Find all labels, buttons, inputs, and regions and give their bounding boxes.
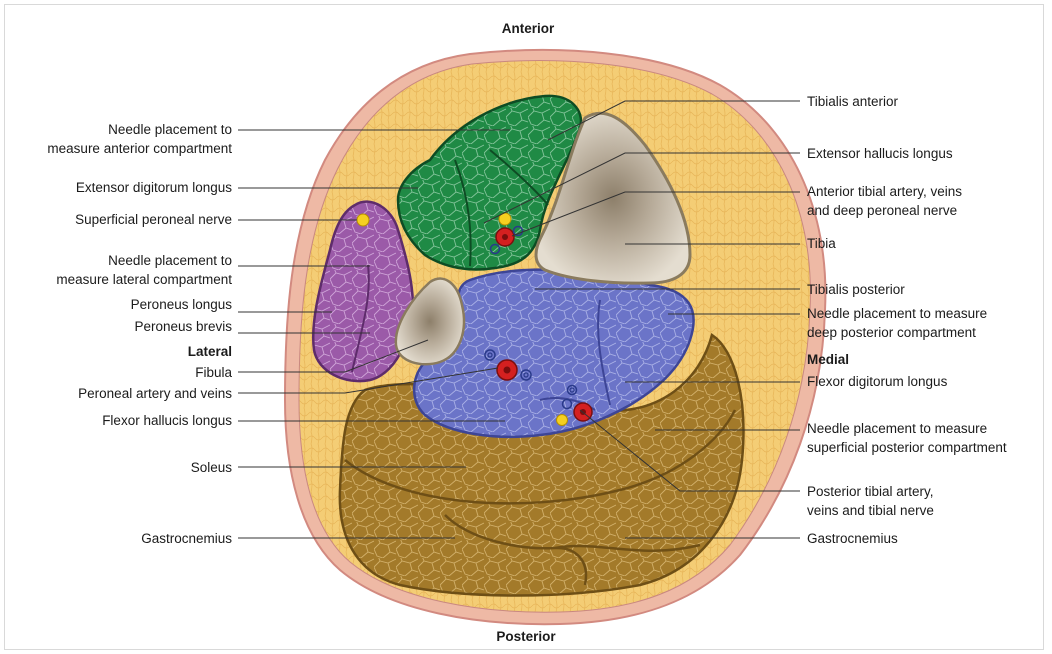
- orientation-anterior: Anterior: [502, 19, 555, 38]
- orientation-medial: Medial: [807, 350, 849, 369]
- label-gastrocnemius-left: Gastrocnemius: [141, 529, 232, 548]
- label-posterior-tibial-bundle: Posterior tibial artery, veins and tibia…: [807, 482, 934, 520]
- label-posterior-tibial-line1: Posterior tibial artery,: [807, 482, 934, 501]
- label-anterior-tibial-bundle: Anterior tibial artery, veins and deep p…: [807, 182, 962, 220]
- label-needle-anterior-line2: measure anterior compartment: [47, 139, 232, 158]
- label-posterior-tibial-line2: veins and tibial nerve: [807, 501, 934, 520]
- label-needle-deep-posterior-line2: deep posterior compartment: [807, 323, 987, 342]
- label-needle-superficial-posterior: Needle placement to measure superficial …: [807, 419, 1007, 457]
- label-needle-deep-posterior-line1: Needle placement to measure: [807, 304, 987, 323]
- label-tibia: Tibia: [807, 234, 836, 253]
- label-needle-lateral: Needle placement to measure lateral comp…: [56, 251, 232, 289]
- label-gastrocnemius-right: Gastrocnemius: [807, 529, 898, 548]
- label-anterior-tibial-line1: Anterior tibial artery, veins: [807, 182, 962, 201]
- label-flexor-digitorum-longus: Flexor digitorum longus: [807, 372, 947, 391]
- label-peroneus-longus: Peroneus longus: [131, 295, 232, 314]
- label-needle-superficial-posterior-line2: superficial posterior compartment: [807, 438, 1007, 457]
- label-needle-deep-posterior: Needle placement to measure deep posteri…: [807, 304, 987, 342]
- label-peroneal-artery-veins: Peroneal artery and veins: [78, 384, 232, 403]
- orientation-posterior: Posterior: [496, 627, 555, 646]
- label-needle-superficial-posterior-line1: Needle placement to measure: [807, 419, 1007, 438]
- label-flexor-hallucis-longus: Flexor hallucis longus: [102, 411, 232, 430]
- superficial-peroneal-nerve-dot: [357, 214, 369, 226]
- label-superficial-peroneal-nerve: Superficial peroneal nerve: [75, 210, 232, 229]
- label-peroneus-brevis: Peroneus brevis: [134, 317, 232, 336]
- label-needle-anterior-line1: Needle placement to: [47, 120, 232, 139]
- label-needle-lateral-line1: Needle placement to: [56, 251, 232, 270]
- label-fibula: Fibula: [195, 363, 232, 382]
- label-extensor-digitorum-longus: Extensor digitorum longus: [76, 178, 232, 197]
- label-needle-lateral-line2: measure lateral compartment: [56, 270, 232, 289]
- label-soleus: Soleus: [191, 458, 232, 477]
- label-tibialis-posterior: Tibialis posterior: [807, 280, 905, 299]
- label-extensor-hallucis-longus: Extensor hallucis longus: [807, 144, 953, 163]
- label-tibialis-anterior: Tibialis anterior: [807, 92, 898, 111]
- label-needle-anterior: Needle placement to measure anterior com…: [47, 120, 232, 158]
- orientation-lateral: Lateral: [188, 342, 232, 361]
- label-anterior-tibial-line2: and deep peroneal nerve: [807, 201, 962, 220]
